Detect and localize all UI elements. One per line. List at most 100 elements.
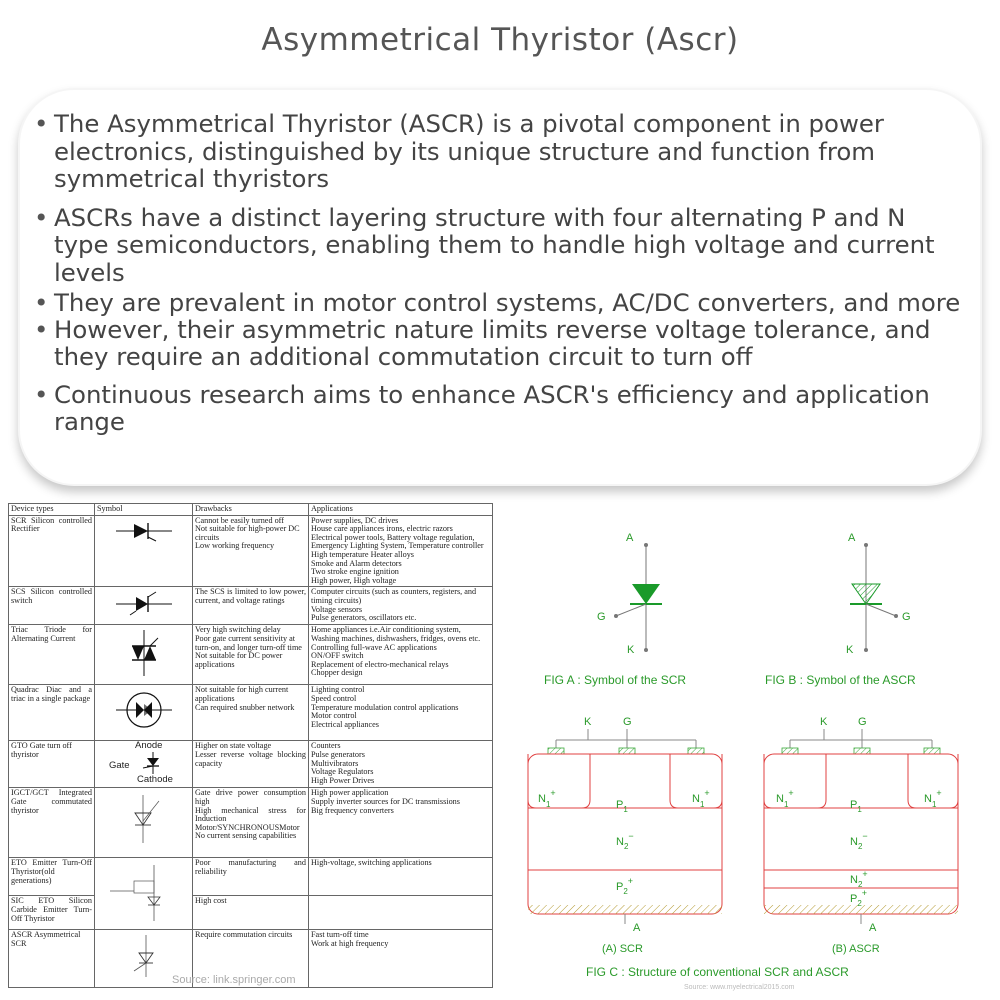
ascr-symbol-icon xyxy=(133,935,154,978)
ascr-p2-label: P2+ xyxy=(850,888,867,908)
scr-structure: K G N1+ P1 N1+ N2− P2+ A (A) SCR xyxy=(527,716,723,955)
scr-ascr-figures: A G K FIG A : Symbol of the SCR A xyxy=(527,532,959,991)
device-cell: ETO Emitter Turn-Off Thyristor(old gener… xyxy=(8,857,95,897)
drawbacks-cell: Not suitable for high current applicatio… xyxy=(192,684,309,742)
applications-cell: Home appliances i.e.Air conditioning sys… xyxy=(308,624,493,686)
applications-cell: Lighting control Speed control Temperatu… xyxy=(308,684,493,742)
drawbacks-cell: Poor manufacturing and reliability xyxy=(192,857,309,897)
drawbacks-cell: Very high switching delay Poor gate curr… xyxy=(192,624,309,686)
table-header-row: Device types Symbol Drawbacks Applicatio… xyxy=(8,503,493,516)
bullet-item: However, their asymmetric nature limits … xyxy=(34,315,964,371)
device-cell: ASCR Asymmetrical SCR xyxy=(8,929,95,989)
ascr-cathode-label: K xyxy=(820,716,828,728)
scs-symbol-icon xyxy=(115,591,172,616)
table-header: Applications xyxy=(308,503,493,516)
scr-structure-label: (A) SCR xyxy=(602,943,643,955)
scr-n1b-label: N1+ xyxy=(692,788,710,809)
table-header: Symbol xyxy=(94,503,193,516)
igct-symbol-icon xyxy=(133,795,159,844)
table-row: SCR Silicon controlled Rectifier Cannot … xyxy=(8,514,493,588)
fig-a-cathode-label: K xyxy=(627,644,635,656)
bullet-item: Continuous research aims to enhance ASCR… xyxy=(34,380,964,436)
table-row: ETO Emitter Turn-Off Thyristor(old gener… xyxy=(8,857,493,931)
gto-cathode-label: Cathode xyxy=(137,774,173,786)
symbol-cell xyxy=(94,787,193,859)
thyristor-table: Device types Symbol Drawbacks Applicatio… xyxy=(8,503,493,989)
scr-n2-label: N2− xyxy=(616,831,634,851)
symbol-cell xyxy=(94,514,193,588)
gto-gate-label: Gate xyxy=(109,760,130,772)
device-cell: SCS Silicon controlled switch xyxy=(8,586,95,626)
drawbacks-cell: Higher on state voltage Lesser reverse v… xyxy=(192,740,309,789)
device-cell: Triac Triode for Alternating Current xyxy=(8,624,95,686)
scr-gate-label: G xyxy=(623,716,632,728)
scr-p2-label: P2+ xyxy=(616,876,633,896)
table-row: ASCR Asymmetrical SCR Require commutatio… xyxy=(8,929,493,989)
scr-symbol-icon xyxy=(115,522,172,542)
figures-source: Source: www.myelectrical2015.com xyxy=(684,984,795,991)
table-header: Drawbacks xyxy=(192,503,309,516)
scr-anode-label: A xyxy=(633,922,641,934)
symbol-cell xyxy=(94,684,193,742)
table-source: Source: link.springer.com xyxy=(172,974,296,986)
ascr-anode-label: A xyxy=(869,922,877,934)
symbol-cell xyxy=(94,586,193,626)
drawbacks-cell: Gate drive power consumption high High m… xyxy=(192,787,309,859)
symbol-cell xyxy=(94,857,193,931)
fig-b-gate-label: G xyxy=(902,611,911,623)
ascr-gate-label: G xyxy=(858,716,867,728)
table-row: SIC ETO Silicon Carbide Emitter Turn-Off… xyxy=(8,895,493,931)
scr-cathode-label: K xyxy=(584,716,592,728)
fig-b-cathode-label: K xyxy=(846,644,854,656)
applications-cell: Fast turn-off time Work at high frequenc… xyxy=(308,929,493,989)
table-row: GTO Gate turn off thyristor Anode Gate C… xyxy=(8,740,493,789)
applications-cell: High power application Supply inverter s… xyxy=(308,787,493,859)
ascr-n2-label: N2− xyxy=(850,831,868,851)
ascr-structure: K G N1+ P1 N1+ N2− N2+ P2+ A (B) A xyxy=(763,716,959,955)
table-row: IGCT/GCT Integrated Gate commutated thyr… xyxy=(8,787,493,859)
fig-a-anode-label: A xyxy=(626,532,634,544)
scr-p1-label: P1 xyxy=(616,799,628,814)
fig-a-gate-label: G xyxy=(597,611,606,623)
scr-n1-label: N1+ xyxy=(538,788,556,809)
applications-cell: Computer circuits (such as counters, reg… xyxy=(308,586,493,626)
symbol-cell xyxy=(94,624,193,686)
fig-a-scr-symbol: A G K xyxy=(597,532,662,656)
device-cell: Quadrac Diac and a triac in a single pac… xyxy=(8,684,95,742)
eto-symbol-icon xyxy=(109,865,161,922)
drawbacks-cell: Cannot be easily turned off Not suitable… xyxy=(192,514,309,588)
ascr-n1-label: N1+ xyxy=(776,788,794,809)
device-cell: IGCT/GCT Integrated Gate commutated thyr… xyxy=(8,787,95,859)
ascr-p1-label: P1 xyxy=(850,799,862,814)
page-title: Asymmetrical Thyristor (Ascr) xyxy=(261,22,739,58)
table-row: Triac Triode for Alternating Current Ver… xyxy=(8,624,493,686)
applications-cell: High-voltage, switching applications xyxy=(308,857,493,897)
triac-symbol-icon xyxy=(131,630,158,677)
bullet-list: The Asymmetrical Thyristor (ASCR) is a p… xyxy=(34,110,964,443)
ascr-n2plus-label: N2+ xyxy=(850,869,868,889)
drawbacks-cell: The SCS is limited to low power, current… xyxy=(192,586,309,626)
applications-cell xyxy=(308,895,493,931)
applications-cell: Counters Pulse generators Multivibrators… xyxy=(308,740,493,789)
symbol-cell: Anode Gate Cathode xyxy=(94,740,193,789)
ascr-structure-label: (B) ASCR xyxy=(832,943,880,955)
fig-b-caption: FIG B : Symbol of the ASCR xyxy=(765,673,916,687)
device-cell: GTO Gate turn off thyristor xyxy=(8,740,95,789)
fig-c-caption: FIG C : Structure of conventional SCR an… xyxy=(586,965,849,979)
table-header: Device types xyxy=(8,503,95,516)
bullet-item: ASCRs have a distinct layering structure… xyxy=(34,203,964,287)
device-cell: SIC ETO Silicon Carbide Emitter Turn-Off… xyxy=(8,895,95,931)
table-row: Quadrac Diac and a triac in a single pac… xyxy=(8,684,493,742)
gto-anode-label: Anode xyxy=(135,740,163,752)
drawbacks-cell: High cost xyxy=(192,895,309,931)
device-cell: SCR Silicon controlled Rectifier xyxy=(8,514,95,588)
fig-b-anode-label: A xyxy=(848,532,856,544)
ascr-n1b-label: N1+ xyxy=(924,788,942,809)
bullet-item: They are prevalent in motor control syst… xyxy=(34,289,964,317)
symbol-cell xyxy=(94,929,193,989)
bullet-item: The Asymmetrical Thyristor (ASCR) is a p… xyxy=(34,110,964,193)
gto-symbol-icon xyxy=(142,752,159,775)
applications-cell: Power supplies, DC drives House care app… xyxy=(308,514,493,588)
quadrac-symbol-icon xyxy=(115,692,172,728)
